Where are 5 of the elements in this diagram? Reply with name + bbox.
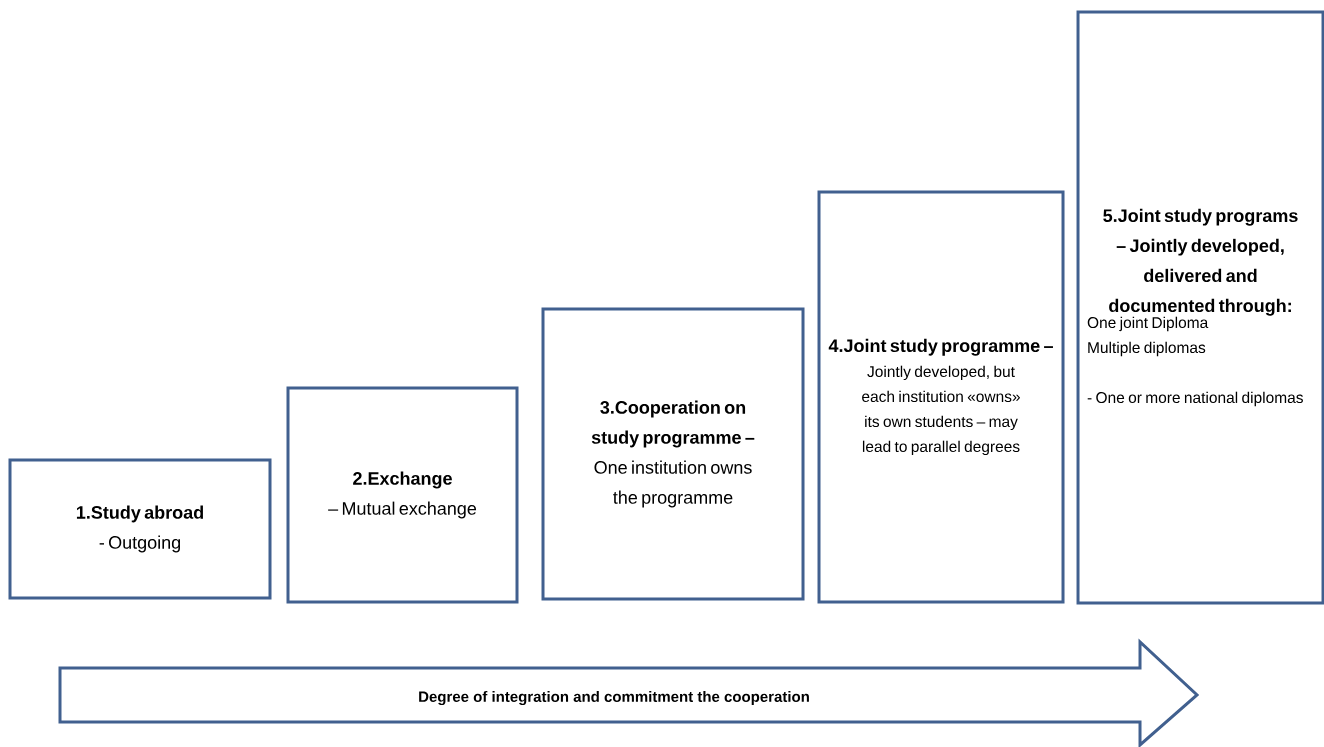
step-box: 4.Joint study programme – Jointly developed, but each institution «owns» its own students – may lead to parallel degrees — [817, 190, 1065, 604]
step-box: 5.Joint study programs – Jointly developed, delivered and documented through: One joint Diploma Multiple diplomas - One or more national diplomas — [1076, 10, 1324, 605]
step-box: 2.Exchange – Mutual exchange — [286, 386, 519, 604]
step-box: 3.Cooperation on study programme – One institution owns the programme — [541, 307, 805, 601]
step-box: 1.Study abroad - Outgoing — [8, 458, 272, 600]
